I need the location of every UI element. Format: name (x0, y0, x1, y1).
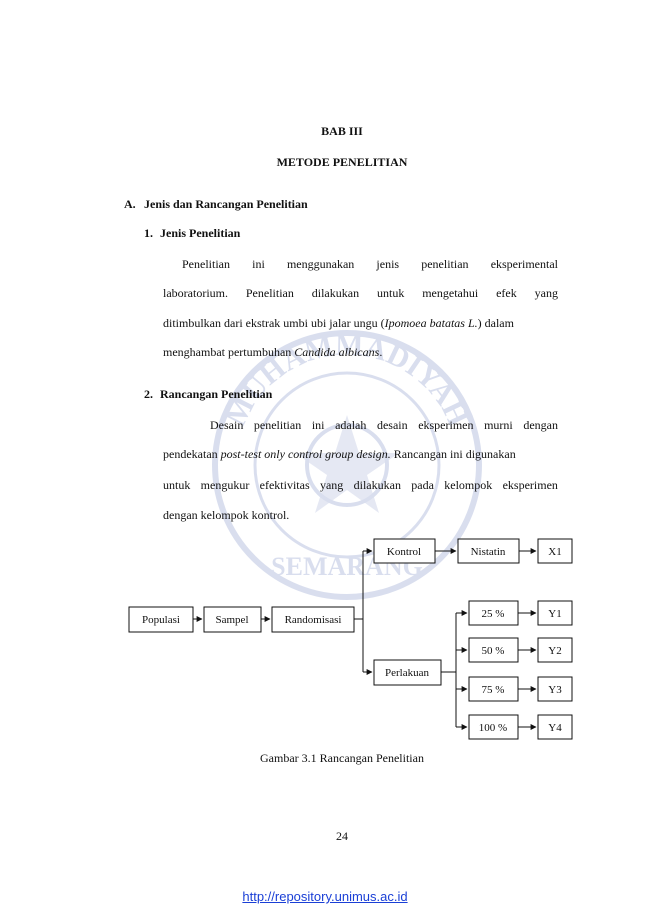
box-sampel (203, 606, 262, 633)
footer-repository-link[interactable]: http://repository.unimus.ac.id (242, 889, 408, 904)
sub1-label: 1. (144, 226, 153, 240)
word: dengan (523, 418, 558, 432)
word: penelitian (421, 257, 469, 271)
sub2-label: 2. (144, 387, 153, 401)
sub2-line-1: Desain penelitian ini adalah desain eksp… (210, 418, 558, 433)
word: efektivitas (259, 478, 310, 492)
box-dose-25 (468, 600, 519, 626)
label-dose-75: 75 % (482, 684, 505, 696)
design-name: post-test only control group design. (220, 447, 391, 461)
box-perlakuan (373, 659, 442, 686)
text-run: ) dalam (477, 316, 514, 330)
word: efek (496, 286, 517, 300)
section-a-title: Jenis dan Rancangan Penelitian (144, 197, 308, 211)
word: eksperimen (502, 478, 558, 492)
figure-caption: Gambar 3.1 Rancangan Penelitian (260, 751, 424, 765)
text-run: pendekatan (163, 447, 221, 461)
label-y3: Y3 (548, 684, 562, 696)
text-run: ditimbulkan dari ekstrak umbi ubi jalar … (163, 316, 385, 330)
word: mengetahui (422, 286, 479, 300)
sub2-line-2: pendekatan post-test only control group … (163, 447, 516, 462)
text-run: Rancangan ini digunakan (390, 447, 516, 461)
word: jenis (376, 257, 400, 271)
chapter-title: METODE PENELITIAN (276, 155, 408, 169)
word: penelitian (253, 418, 302, 432)
box-dose-100 (468, 714, 519, 740)
label-populasi: Populasi (142, 614, 180, 626)
university-seal-watermark: MUHAMMADIYAH SEMARANG (212, 329, 482, 600)
word: ini (311, 418, 325, 432)
label-x1: X1 (548, 546, 561, 558)
sub2-line-3: untuk mengukur efektivitas yang dilakuka… (163, 478, 558, 493)
word: yang (534, 286, 558, 300)
label-sampel: Sampel (216, 614, 249, 626)
text-run: . (379, 345, 383, 359)
label-dose-25: 25 % (482, 608, 505, 620)
sub1-title: Jenis Penelitian (160, 226, 241, 240)
word: kelompok (444, 478, 493, 492)
word: Penelitian (182, 257, 230, 271)
chapter-number: BAB III (321, 124, 363, 138)
word: dilakukan (353, 478, 401, 492)
sub2-line-4: dengan kelompok kontrol. (163, 508, 289, 523)
word: yang (319, 478, 344, 492)
word: untuk (376, 286, 405, 300)
label-randomisasi: Randomisasi (285, 614, 342, 626)
box-y1 (537, 600, 573, 626)
word: Penelitian (245, 286, 294, 300)
word: eksperimen (418, 418, 474, 432)
label-y1: Y1 (548, 608, 561, 620)
page-number: 24 (336, 829, 348, 843)
word: ini (252, 257, 265, 271)
label-y2: Y2 (548, 645, 561, 657)
label-nistatin: Nistatin (471, 546, 506, 558)
word: menggunakan (286, 257, 355, 271)
label-kontrol: Kontrol (387, 546, 421, 558)
box-kontrol (373, 538, 436, 564)
text-run: menghambat pertumbuhan (163, 345, 295, 359)
label-y4: Y4 (548, 722, 562, 734)
word: murni (484, 418, 513, 432)
sub1-line-1: Penelitian ini menggunakan jenis penelit… (182, 257, 558, 272)
word: eksperimental (490, 257, 558, 271)
word: mengukur (200, 478, 250, 492)
sub1-line-2: laboratorium. Penelitian dilakukan untuk… (163, 286, 558, 301)
box-x1 (537, 538, 573, 564)
sub1-line-3: ditimbulkan dari ekstrak umbi ubi jalar … (163, 316, 514, 331)
word: desain (376, 418, 408, 432)
box-y2 (537, 637, 573, 663)
word: untuk (163, 478, 191, 492)
box-nistatin (457, 538, 520, 564)
species-name: Candida albicans (294, 345, 380, 359)
label-dose-100: 100 % (479, 722, 507, 734)
label-dose-50: 50 % (482, 645, 505, 657)
box-dose-75 (468, 676, 519, 702)
sub2-title: Rancangan Penelitian (160, 387, 273, 401)
word: pada (411, 478, 434, 492)
box-populasi (128, 606, 194, 633)
box-y3 (537, 676, 573, 702)
section-a-label: A. (124, 197, 136, 211)
sub1-line-4: menghambat pertumbuhan Candida albicans. (163, 345, 382, 360)
word: adalah (335, 418, 367, 432)
text-run: dengan kelompok kontrol. (163, 508, 290, 522)
label-perlakuan: Perlakuan (385, 667, 429, 679)
word: laboratorium. (163, 286, 228, 300)
word: dilakukan (311, 286, 360, 300)
species-name: Ipomoea batatas L. (384, 316, 478, 330)
box-dose-50 (468, 637, 519, 663)
box-y4 (537, 714, 573, 740)
word: Desain (210, 418, 244, 432)
